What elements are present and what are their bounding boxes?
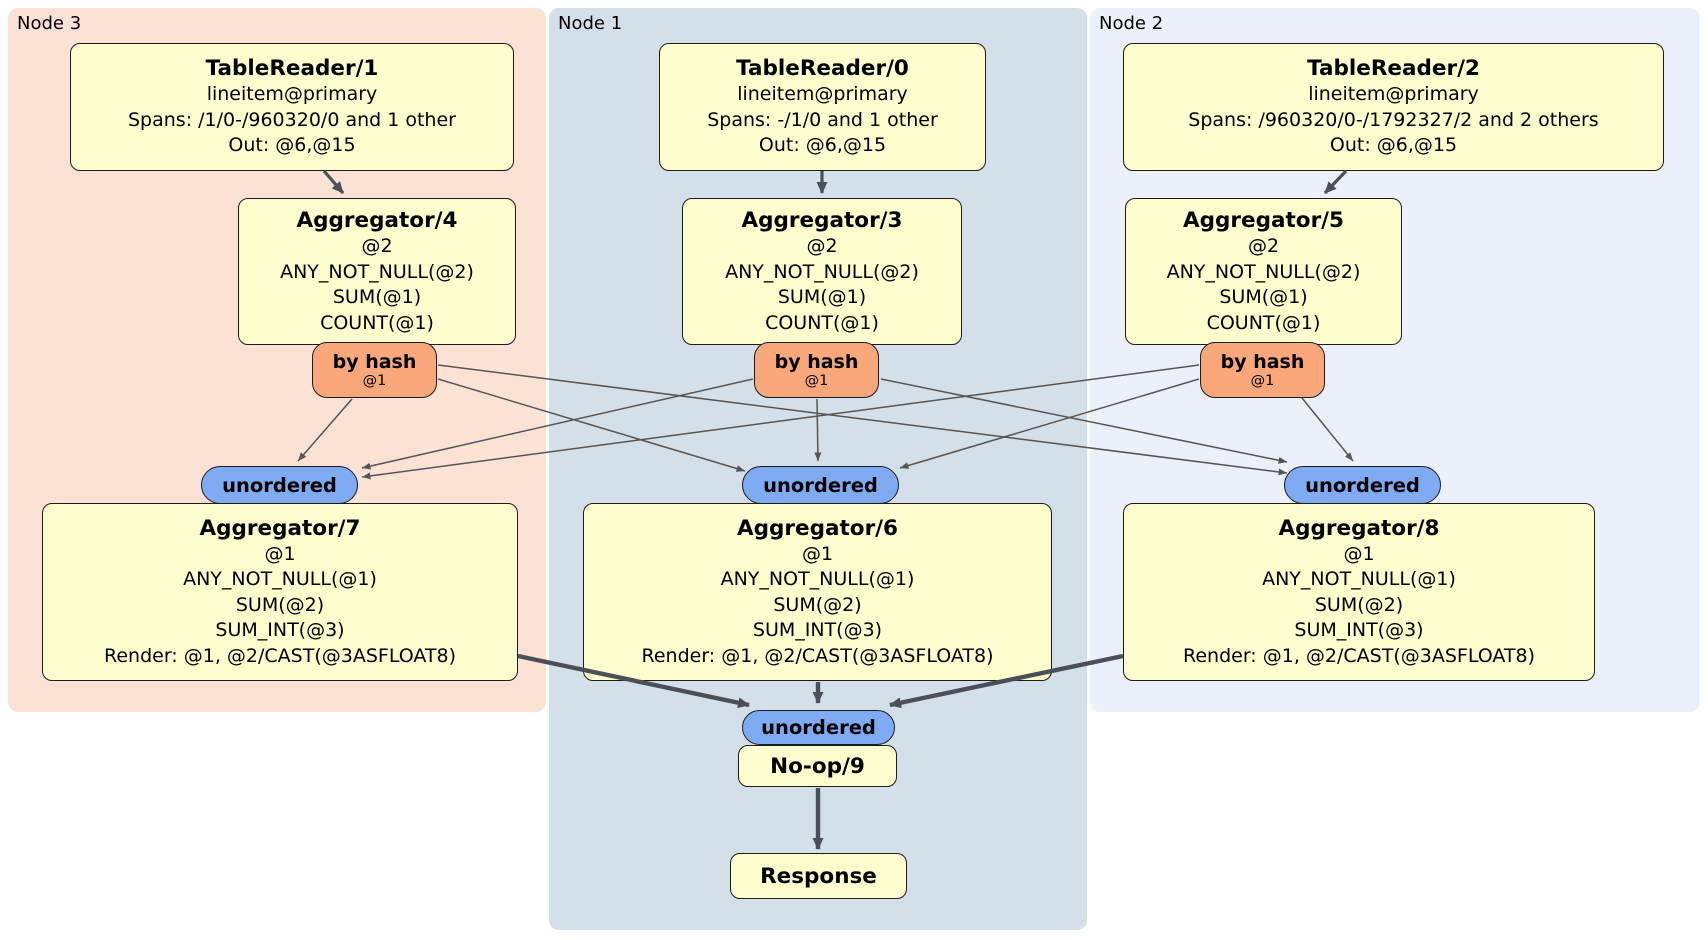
aggregator-8-box: Aggregator/8 @1 ANY_NOT_NULL(@1) SUM(@2)… bbox=[1123, 503, 1595, 681]
aggregator-7-render: Render: @1, @2/CAST(@3ASFLOAT8) bbox=[104, 644, 456, 667]
aggregator-3-fn1: ANY_NOT_NULL(@2) bbox=[725, 260, 919, 283]
hash-router-label: by hash bbox=[1220, 350, 1305, 373]
aggregator-8-render: Render: @1, @2/CAST(@3ASFLOAT8) bbox=[1183, 644, 1535, 667]
hash-router-agg4: by hash @1 bbox=[312, 342, 437, 398]
tablereader-0-box: TableReader/0 lineitem@primary Spans: -/… bbox=[659, 43, 986, 171]
aggregator-6-fn3: SUM_INT(@3) bbox=[752, 619, 883, 642]
node2-region-label: Node 2 bbox=[1099, 13, 1164, 34]
aggregator-3-title: Aggregator/3 bbox=[741, 208, 903, 233]
aggregator-3-box: Aggregator/3 @2 ANY_NOT_NULL(@2) SUM(@1)… bbox=[682, 198, 962, 345]
tablereader-2-spans: Spans: /960320/0-/1792327/2 and 2 others bbox=[1188, 108, 1599, 131]
hash-router-key: @1 bbox=[362, 372, 387, 389]
aggregator-4-fn3: COUNT(@1) bbox=[320, 311, 434, 334]
hash-router-key: @1 bbox=[1250, 372, 1275, 389]
aggregator-7-fn3: SUM_INT(@3) bbox=[215, 619, 345, 642]
aggregator-5-title: Aggregator/5 bbox=[1183, 208, 1344, 233]
tablereader-1-spans: Spans: /1/0-/960320/0 and 1 other bbox=[128, 108, 456, 131]
aggregator-8-fn1: ANY_NOT_NULL(@1) bbox=[1262, 568, 1456, 591]
unordered-sync-agg6: unordered bbox=[742, 466, 899, 504]
aggregator-8-fn2: SUM(@2) bbox=[1314, 593, 1404, 616]
aggregator-7-fn1: ANY_NOT_NULL(@1) bbox=[183, 568, 377, 591]
aggregator-5-group: @2 bbox=[1247, 235, 1280, 257]
tablereader-1-out: Out: @6,@15 bbox=[228, 134, 356, 157]
aggregator-5-box: Aggregator/5 @2 ANY_NOT_NULL(@2) SUM(@1)… bbox=[1125, 198, 1402, 345]
aggregator-5-fn3: COUNT(@1) bbox=[1206, 311, 1321, 334]
aggregator-8-title: Aggregator/8 bbox=[1278, 515, 1440, 541]
aggregator-8-group: @1 bbox=[1343, 542, 1375, 565]
hash-router-label: by hash bbox=[332, 350, 417, 373]
hash-router-agg5: by hash @1 bbox=[1200, 342, 1325, 398]
aggregator-4-fn2: SUM(@1) bbox=[332, 286, 422, 308]
tablereader-0-index: lineitem@primary bbox=[737, 83, 908, 106]
tablereader-1-box: TableReader/1 lineitem@primary Spans: /1… bbox=[70, 43, 514, 171]
tablereader-2-box: TableReader/2 lineitem@primary Spans: /9… bbox=[1123, 43, 1664, 171]
tablereader-2-out: Out: @6,@15 bbox=[1329, 134, 1458, 157]
aggregator-4-fn1: ANY_NOT_NULL(@2) bbox=[280, 260, 474, 283]
response-title: Response bbox=[760, 863, 877, 889]
aggregator-3-group: @2 bbox=[806, 235, 838, 257]
unordered-sync-noop: unordered bbox=[742, 710, 895, 745]
node3-region-label: Node 3 bbox=[17, 13, 82, 34]
noop-9-box: No-op/9 bbox=[738, 745, 897, 787]
aggregator-7-fn2: SUM(@2) bbox=[235, 593, 325, 616]
tablereader-1-title: TableReader/1 bbox=[205, 56, 379, 82]
tablereader-2-index: lineitem@primary bbox=[1308, 83, 1479, 106]
aggregator-6-title: Aggregator/6 bbox=[737, 515, 898, 541]
sync-label: unordered bbox=[763, 473, 878, 497]
aggregator-6-fn2: SUM(@2) bbox=[773, 593, 862, 616]
aggregator-6-group: @1 bbox=[801, 542, 834, 565]
aggregator-6-fn1: ANY_NOT_NULL(@1) bbox=[720, 568, 915, 591]
tablereader-0-title: TableReader/0 bbox=[736, 56, 909, 82]
aggregator-4-box: Aggregator/4 @2 ANY_NOT_NULL(@2) SUM(@1)… bbox=[238, 198, 516, 345]
aggregator-8-fn3: SUM_INT(@3) bbox=[1294, 619, 1424, 642]
tablereader-0-spans: Spans: -/1/0 and 1 other bbox=[707, 108, 938, 131]
aggregator-4-title: Aggregator/4 bbox=[296, 208, 458, 233]
aggregator-5-fn2: SUM(@1) bbox=[1219, 286, 1308, 308]
tablereader-1-index: lineitem@primary bbox=[206, 83, 378, 106]
aggregator-7-box: Aggregator/7 @1 ANY_NOT_NULL(@1) SUM(@2)… bbox=[42, 503, 518, 681]
sync-label: unordered bbox=[761, 716, 876, 739]
hash-router-label: by hash bbox=[774, 350, 859, 373]
node1-region-label: Node 1 bbox=[558, 13, 623, 34]
aggregator-3-fn3: COUNT(@1) bbox=[765, 311, 879, 334]
hash-router-agg3: by hash @1 bbox=[754, 342, 879, 398]
unordered-sync-agg7: unordered bbox=[201, 466, 358, 504]
aggregator-7-title: Aggregator/7 bbox=[199, 515, 361, 541]
aggregator-5-fn1: ANY_NOT_NULL(@2) bbox=[1166, 260, 1361, 283]
response-box: Response bbox=[730, 853, 907, 899]
unordered-sync-agg8: unordered bbox=[1284, 466, 1441, 504]
aggregator-7-group: @1 bbox=[264, 542, 296, 565]
aggregator-3-fn2: SUM(@1) bbox=[777, 286, 867, 308]
noop-9-title: No-op/9 bbox=[770, 753, 865, 779]
aggregator-6-render: Render: @1, @2/CAST(@3ASFLOAT8) bbox=[641, 644, 994, 667]
hash-router-key: @1 bbox=[804, 372, 829, 389]
sync-label: unordered bbox=[1305, 473, 1420, 497]
sync-label: unordered bbox=[222, 473, 337, 497]
tablereader-0-out: Out: @6,@15 bbox=[758, 134, 887, 157]
aggregator-4-group: @2 bbox=[361, 235, 393, 257]
aggregator-6-box: Aggregator/6 @1 ANY_NOT_NULL(@1) SUM(@2)… bbox=[583, 503, 1052, 681]
tablereader-2-title: TableReader/2 bbox=[1307, 56, 1480, 82]
